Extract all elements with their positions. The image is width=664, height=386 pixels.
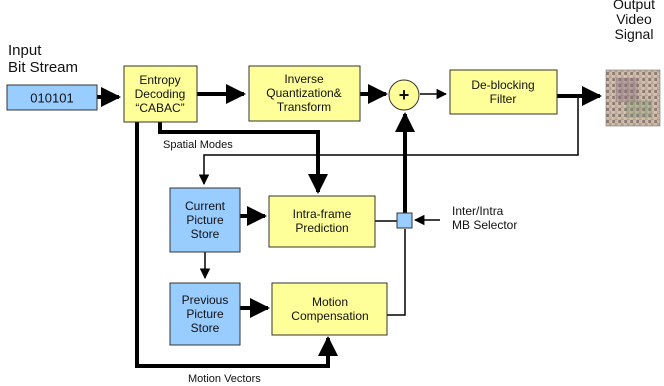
label-line: Prediction	[295, 221, 348, 235]
label-line: Intra-frame	[293, 207, 352, 221]
label-line: Output	[613, 0, 655, 12]
label-line: De-blocking	[471, 78, 534, 92]
intra-prediction-block	[268, 195, 376, 248]
adder-circle	[388, 79, 420, 111]
previous-picture-store-block	[169, 282, 241, 346]
bitstream-value: 010101	[30, 91, 73, 106]
label-line: Compensation	[291, 309, 368, 323]
output-video-image	[605, 69, 661, 127]
motion-vectors-label: Motion Vectors	[188, 373, 261, 385]
label-line: Transform	[277, 100, 331, 114]
label-line: Signal	[615, 26, 654, 42]
spatial-modes-label: Spatial Modes	[163, 139, 233, 151]
label-line: Entropy	[139, 73, 180, 87]
label-line: Input	[8, 42, 42, 59]
label-line: “CABAC”	[135, 101, 184, 115]
adder-symbol: +	[399, 85, 410, 105]
arrow-motion-vectors	[135, 122, 338, 368]
inverse-quantization-block	[248, 65, 361, 122]
deblocking-filter-block	[449, 69, 558, 115]
label-line: Store	[191, 321, 220, 335]
label-line: Previous	[182, 293, 229, 307]
line-motion-to-selector	[387, 229, 406, 316]
arrow-spatial-modes	[158, 122, 328, 194]
bitstream-box	[6, 84, 98, 111]
label-line: Filter	[490, 92, 517, 106]
label-line: MB Selector	[452, 218, 517, 232]
label-line: 010101	[30, 91, 73, 106]
line-feedback-to-current-store	[198, 96, 579, 186]
current-picture-store-block	[169, 187, 241, 253]
label-line: Inverse	[284, 72, 324, 86]
label-line: Picture	[186, 307, 224, 321]
connections	[96, 84, 602, 368]
label-line: Motion	[312, 295, 348, 309]
label-line: Quantization&	[266, 86, 341, 100]
entropy-decoding-block	[123, 65, 198, 123]
label-line: Video	[616, 11, 652, 27]
label-line: Inter/Intra	[452, 204, 504, 218]
label-line: Bit Stream	[8, 59, 78, 76]
label-line: Decoding	[135, 87, 186, 101]
selector-switch	[396, 212, 413, 229]
label-line: Current	[185, 199, 226, 213]
label-line: Picture	[186, 213, 224, 227]
motion-compensation-block	[271, 282, 388, 336]
label-line: Store	[191, 227, 220, 241]
